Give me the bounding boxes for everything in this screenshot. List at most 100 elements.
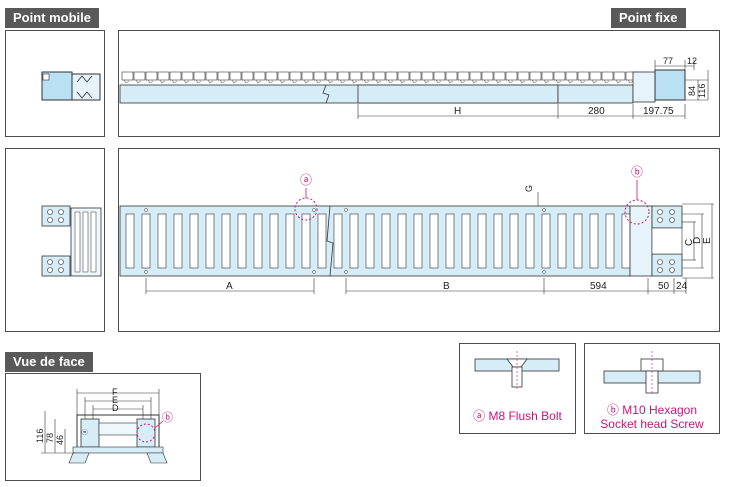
chain-link [349, 71, 362, 84]
chain-crossbar [82, 211, 89, 273]
dim-77: 77 [663, 56, 673, 66]
front-marker-b: ⓑ [162, 411, 173, 424]
chain-crossbar [237, 213, 247, 269]
chain-crossbar [365, 213, 375, 269]
chain-link [205, 71, 218, 84]
chain-crossbar [541, 213, 551, 269]
chain-link [433, 71, 446, 84]
flush-bolt-detail-frame [459, 343, 576, 434]
chain-link [589, 71, 602, 84]
chain-link [457, 71, 470, 84]
chain-link [133, 71, 146, 84]
chain-crossbar [397, 213, 407, 269]
side-view-main-frame [118, 30, 720, 137]
chain-link [181, 71, 194, 84]
mount-hole [144, 208, 148, 212]
chain-link [337, 71, 350, 84]
dim-280: 280 [588, 106, 605, 117]
dim-197-75: 197.75 [643, 106, 674, 117]
side-view-mobile-drawing [41, 71, 101, 101]
chain-link [301, 71, 314, 84]
marker-a-top: ⓐ [300, 173, 312, 187]
chain-crossbar [621, 213, 631, 269]
chain-link [613, 71, 626, 84]
dim-116: 116 [697, 84, 707, 98]
chain-crossbar [461, 213, 471, 269]
chain-link [193, 71, 206, 84]
chain-link [565, 71, 578, 84]
chain-crossbar [221, 213, 231, 269]
chain-link [241, 71, 254, 84]
chain-crossbar [525, 213, 535, 269]
dim-594: 594 [590, 281, 607, 292]
chain-crossbar [157, 213, 167, 269]
front-view-drawing: ⓐ F E D 116 78 46 ⓑ [35, 387, 173, 464]
mount-hole [542, 270, 546, 274]
point-fixe-label: Point fixe [611, 8, 686, 28]
chain-crossbar [413, 213, 423, 269]
hex-screw-caption: ⓑ M10 Hexagon Socket head Screw [584, 403, 720, 431]
hex-screw-caption-line2: Socket head Screw [600, 417, 704, 431]
chain-crossbar [381, 213, 391, 269]
chain-crossbar [445, 213, 455, 269]
chain-link [313, 71, 326, 84]
chain-link [361, 71, 374, 84]
chain-link [421, 71, 434, 84]
dim-E-top: E [702, 237, 713, 244]
chain-link [325, 71, 338, 84]
dim-C: C [684, 239, 695, 246]
chain-link [409, 71, 422, 84]
chain-link [601, 71, 614, 84]
vue-de-face-label: Vue de face [5, 352, 93, 372]
front-dim-116: 116 [35, 429, 45, 443]
chain-link [157, 71, 170, 84]
chain-link [505, 71, 518, 84]
chain-crossbar [605, 213, 615, 269]
chain-link [493, 71, 506, 84]
chain-crossbar [269, 213, 279, 269]
chain-crossbar [125, 213, 135, 269]
side-view-drawing: 77 12 84 116 H 280 197.75 [119, 56, 709, 119]
front-dim-D: D [112, 403, 119, 413]
chain-link [373, 71, 386, 84]
dim-B: B [443, 281, 450, 292]
chain-link [541, 71, 554, 84]
front-dim-46: 46 [55, 435, 65, 445]
flush-bolt-detail [474, 351, 560, 389]
mount-hole [144, 270, 148, 274]
chain-link [469, 71, 482, 84]
chain-crossbars [125, 208, 631, 274]
mount-hole [312, 208, 316, 212]
dim-50: 50 [658, 281, 670, 292]
chain-crossbar [74, 211, 81, 273]
top-view-drawing: C D E A B 594 50 24 G ⓐ ⓑ [119, 165, 714, 294]
chain-links-top [121, 71, 638, 84]
chain-crossbar [573, 213, 583, 269]
chain-link [121, 71, 134, 84]
dim-A: A [226, 281, 233, 292]
dim-H: H [454, 106, 461, 117]
chain-crossbar [333, 213, 343, 269]
chain-crossbar [173, 213, 183, 269]
chain-link [481, 71, 494, 84]
chain-crossbar [141, 213, 151, 269]
marker-b-top: ⓑ [631, 165, 643, 179]
chain-link [253, 71, 266, 84]
flush-bolt-caption: ⓐ M8 Flush Bolt [473, 409, 562, 423]
chain-crossbar [509, 213, 519, 269]
chain-link [385, 71, 398, 84]
chain-crossbar [317, 213, 327, 269]
chain-link [265, 71, 278, 84]
dim-24: 24 [676, 281, 688, 292]
chain-link [217, 71, 230, 84]
chain-link [277, 71, 290, 84]
hex-screw-detail [603, 351, 701, 395]
chain-crossbar [189, 213, 199, 269]
chain-crossbar [589, 213, 599, 269]
chain-link [397, 71, 410, 84]
chain-crossbar [253, 213, 263, 269]
chain-link [517, 71, 530, 84]
svg-text:ⓐ: ⓐ [81, 429, 89, 435]
dim-12: 12 [687, 56, 697, 66]
chain-crossbar [557, 213, 567, 269]
